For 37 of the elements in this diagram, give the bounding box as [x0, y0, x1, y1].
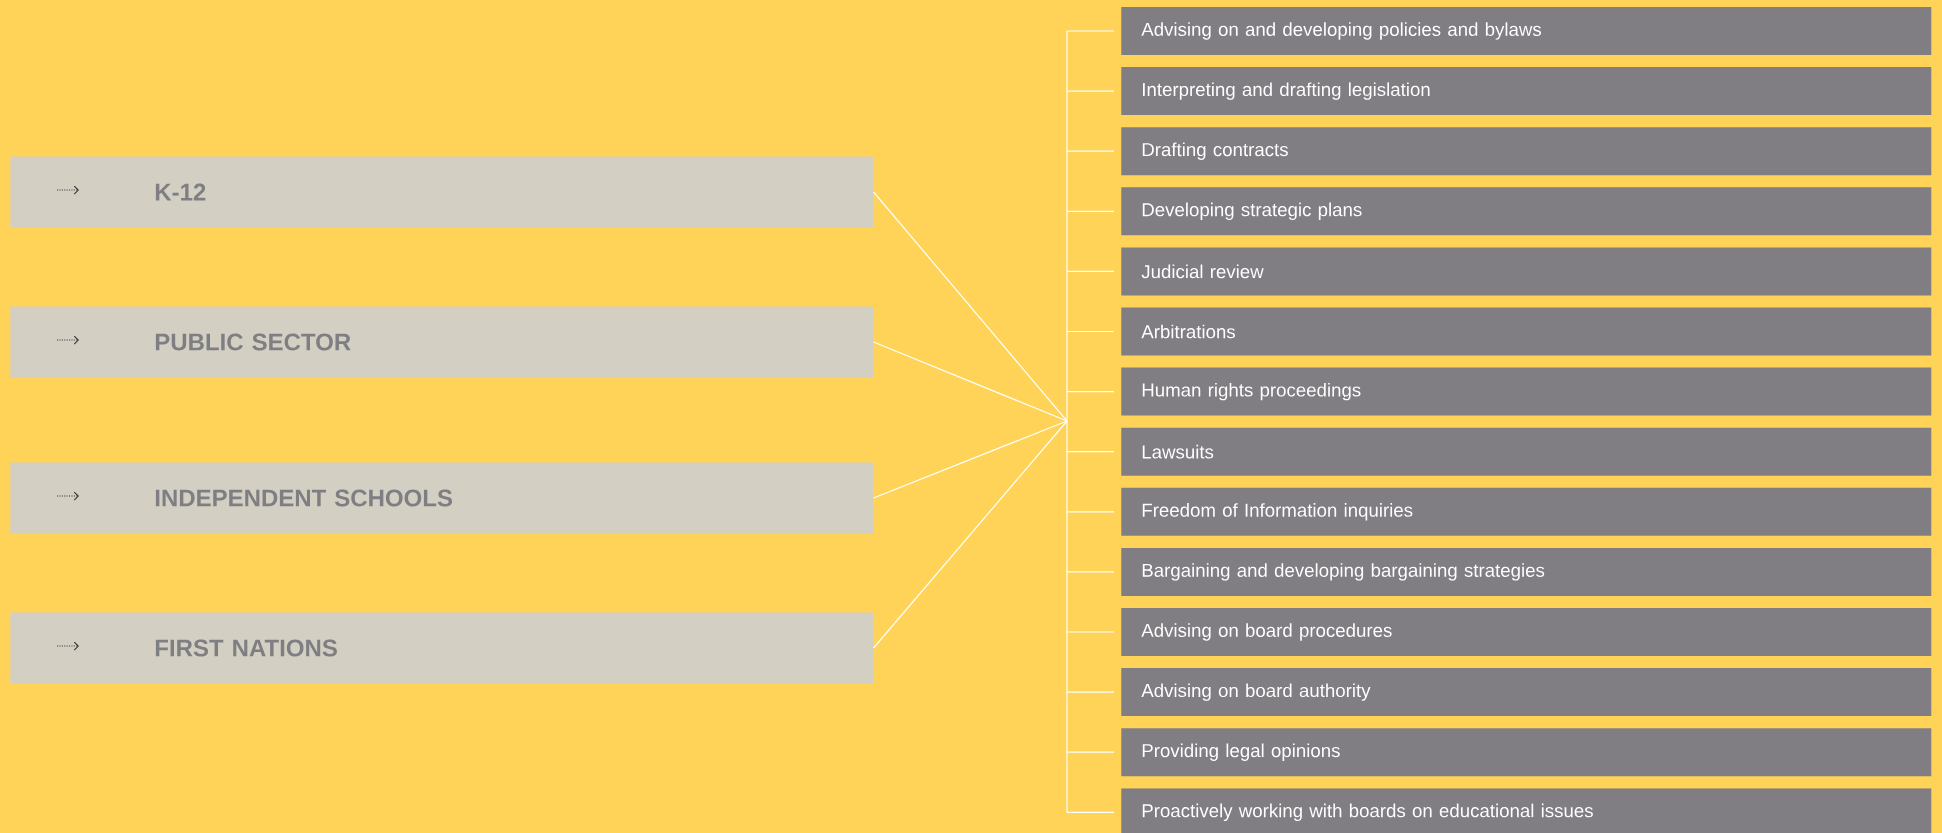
service-box: Providing legal opinions — [1121, 728, 1932, 777]
connector-line — [1066, 811, 1115, 813]
service-box: Lawsuits — [1121, 427, 1932, 476]
connector-line — [1066, 571, 1115, 573]
service-box: Advising on board authority — [1121, 668, 1932, 717]
connector-line — [1066, 90, 1115, 92]
connector-line — [872, 420, 1068, 649]
service-box: Bargaining and developing bargaining strategies — [1121, 547, 1932, 596]
connector-line — [1066, 511, 1115, 513]
service-box: Arbitrations — [1121, 307, 1932, 356]
service-box: Advising on board procedures — [1121, 608, 1932, 656]
connector-line — [872, 191, 1068, 422]
service-box: Drafting contracts — [1121, 127, 1932, 176]
connector-line — [872, 341, 1068, 422]
connector-line — [1066, 330, 1115, 333]
connector-line — [1066, 150, 1115, 152]
connector-line — [1066, 270, 1115, 272]
connector-line — [872, 420, 1068, 499]
category-box: FIRST NATIONS — [10, 612, 874, 684]
service-box: Developing strategic plans — [1121, 187, 1932, 236]
connector-line — [1066, 451, 1115, 453]
connector-line — [1066, 210, 1115, 212]
connector-line — [1066, 751, 1115, 753]
category-box: INDEPENDENT SCHOOLS — [10, 462, 874, 534]
service-box: Advising on and developing policies and bylaws — [1121, 7, 1932, 55]
service-box: Human rights proceedings — [1121, 367, 1932, 416]
connector-line — [1066, 631, 1115, 633]
service-box: Freedom of Information inquiries — [1121, 487, 1932, 536]
connector-line — [1066, 691, 1115, 693]
connector-line — [1066, 391, 1115, 393]
category-box: PUBLIC SECTOR — [10, 306, 874, 378]
service-box: Judicial review — [1121, 247, 1932, 296]
bracket-line — [1066, 30, 1068, 813]
service-box: Proactively working with boards on educational issues — [1121, 788, 1932, 833]
service-box: Interpreting and drafting legislation — [1121, 67, 1932, 116]
connector-line — [1066, 30, 1115, 32]
category-box: K-12 — [10, 156, 874, 228]
